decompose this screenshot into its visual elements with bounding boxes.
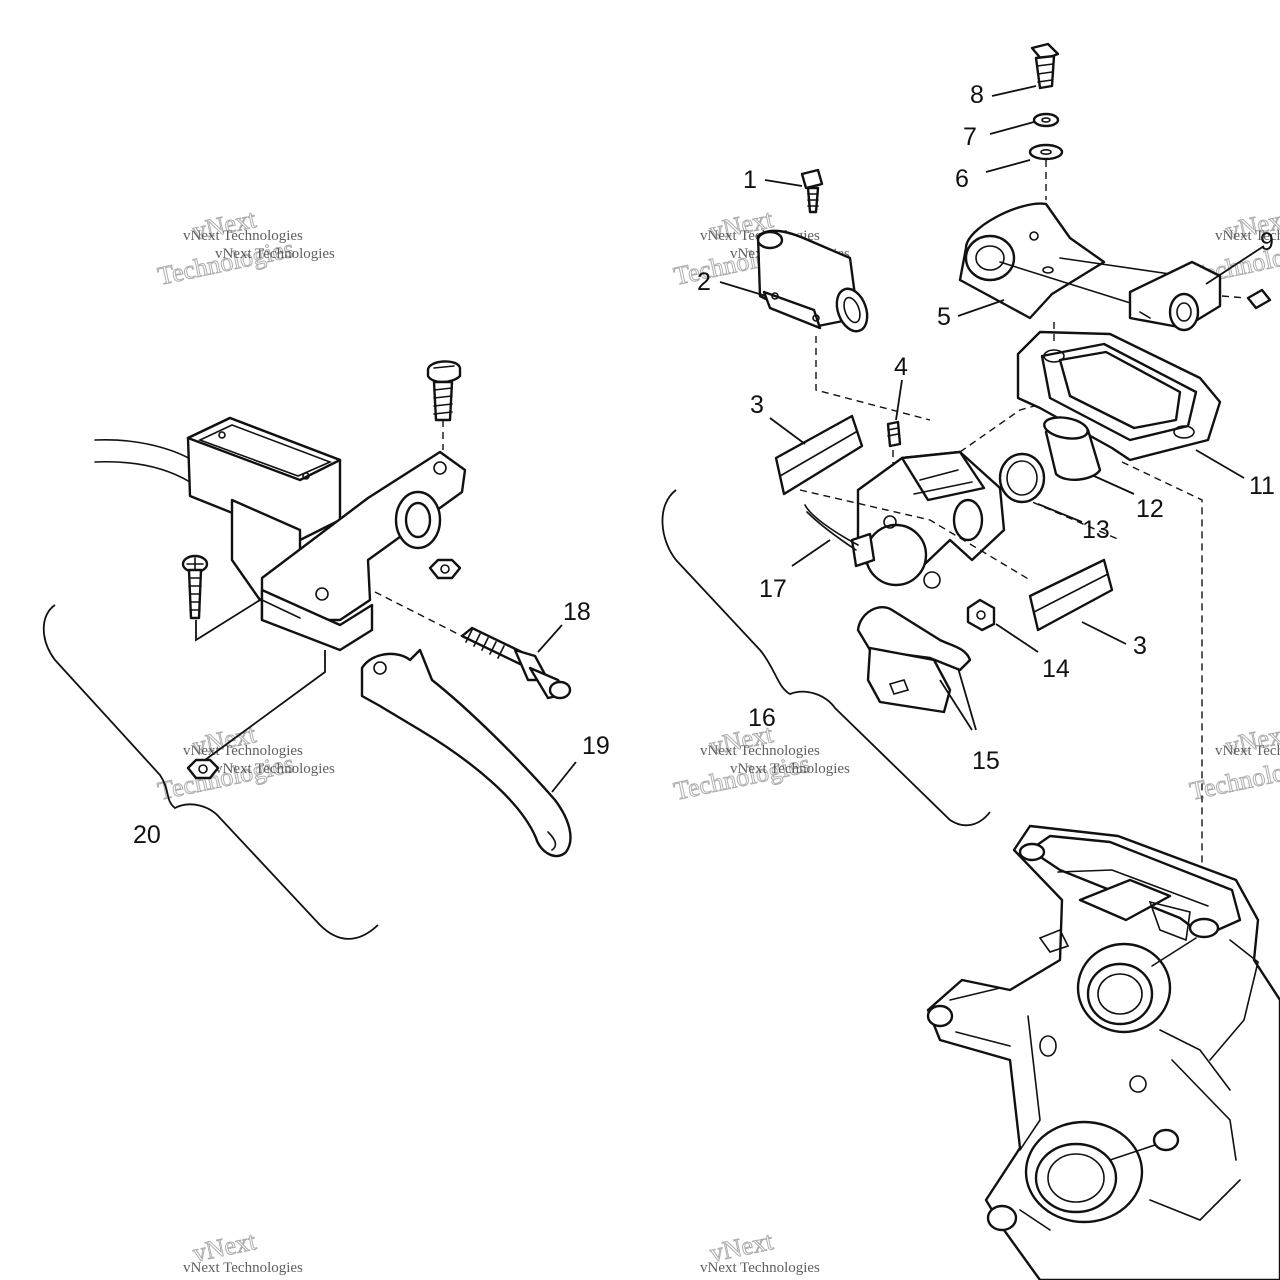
assembly-line-pad bbox=[799, 489, 1031, 581]
callout-3-upper: 3 bbox=[750, 391, 764, 419]
callout-9: 9 bbox=[1260, 228, 1274, 256]
svg-text:vNext Technologies: vNext Technologies bbox=[215, 761, 335, 777]
callout-16: 16 bbox=[748, 704, 776, 732]
watermark-bottom-left: vNext vNext Technologies bbox=[183, 1226, 303, 1276]
piston bbox=[1043, 416, 1135, 495]
svg-text:vNext Technologies: vNext Technologies bbox=[215, 246, 335, 262]
assembly-line-pin bbox=[999, 487, 1121, 541]
svg-text:vNext Technologies: vNext Technologies bbox=[1215, 228, 1280, 244]
watermark-mid-left: vNext vNext Technologies Technologies vN… bbox=[155, 719, 335, 807]
callout-7: 7 bbox=[963, 123, 977, 151]
pivot-nut bbox=[186, 650, 326, 780]
svg-text:vNext Technologies: vNext Technologies bbox=[700, 1260, 820, 1276]
lock-washer bbox=[989, 112, 1060, 135]
brake-hose bbox=[94, 438, 193, 483]
flat-washer bbox=[985, 143, 1064, 200]
piston-seal bbox=[998, 452, 1083, 523]
brake-line-fitting bbox=[791, 504, 859, 567]
callout-12: 12 bbox=[1136, 495, 1164, 523]
caliper-bleed-nut bbox=[966, 598, 1039, 653]
callout-5: 5 bbox=[937, 303, 951, 331]
lever-pivot-bolt bbox=[374, 591, 572, 700]
callout-19: 19 bbox=[582, 732, 610, 760]
svg-text:vNext Technologies: vNext Technologies bbox=[700, 743, 820, 759]
watermark-bottom-center: vNext vNext Technologies bbox=[700, 1226, 820, 1276]
caliper-carrier-frame bbox=[1016, 322, 1245, 479]
callout-6: 6 bbox=[955, 165, 969, 193]
svg-text:vNext Technologies: vNext Technologies bbox=[1215, 743, 1280, 759]
watermark-mid-center: vNext vNext Technologies Technologies vN… bbox=[671, 719, 850, 807]
steering-knuckle bbox=[926, 824, 1280, 1280]
callout-18: 18 bbox=[563, 598, 591, 626]
callout-2: 2 bbox=[697, 268, 711, 296]
brake-pad-clip-left bbox=[769, 414, 864, 496]
brake-lever bbox=[360, 648, 572, 858]
brake-pad-clip-right bbox=[1028, 558, 1127, 645]
svg-text:vNext Technologies: vNext Technologies bbox=[183, 228, 303, 244]
slide-pin bbox=[1128, 245, 1272, 332]
callout-11: 11 bbox=[1249, 472, 1275, 500]
caliper-bolt bbox=[886, 379, 903, 520]
callout-8: 8 bbox=[970, 81, 984, 109]
callout-20: 20 bbox=[133, 821, 161, 849]
watermark-top-left: vNext vNext Technologies Technologies vN… bbox=[155, 204, 335, 292]
leader-18 bbox=[537, 624, 563, 653]
left-group-bracket bbox=[42, 604, 379, 940]
leader-19 bbox=[551, 761, 577, 793]
watermark-mid-right: vNext vNext Technologies Technologies bbox=[1187, 719, 1280, 807]
callout-4: 4 bbox=[894, 353, 908, 381]
clamp-screw-top bbox=[426, 360, 462, 450]
clamp-screw-left bbox=[181, 554, 261, 642]
caliper-body bbox=[850, 450, 1006, 589]
bleeder-bolt bbox=[764, 168, 824, 214]
master-cylinder bbox=[186, 416, 467, 652]
svg-text:vNext Technologies: vNext Technologies bbox=[183, 1260, 303, 1276]
callout-1: 1 bbox=[743, 166, 757, 194]
right-group-bracket bbox=[661, 489, 991, 827]
callout-14: 14 bbox=[1042, 655, 1070, 683]
callout-17: 17 bbox=[759, 575, 787, 603]
callout-15: 15 bbox=[972, 747, 1000, 775]
caliper-piston-housing bbox=[719, 229, 931, 421]
brake-pads bbox=[856, 606, 977, 731]
assembly-line-to-hub bbox=[1121, 461, 1203, 900]
caliper-mount-bracket bbox=[957, 202, 1171, 320]
svg-text:vNext Technologies: vNext Technologies bbox=[730, 761, 850, 777]
clamp-nut-right bbox=[428, 558, 462, 580]
callout-3-lower: 3 bbox=[1133, 632, 1147, 660]
mount-bolt bbox=[991, 42, 1060, 97]
callout-13: 13 bbox=[1082, 516, 1110, 544]
